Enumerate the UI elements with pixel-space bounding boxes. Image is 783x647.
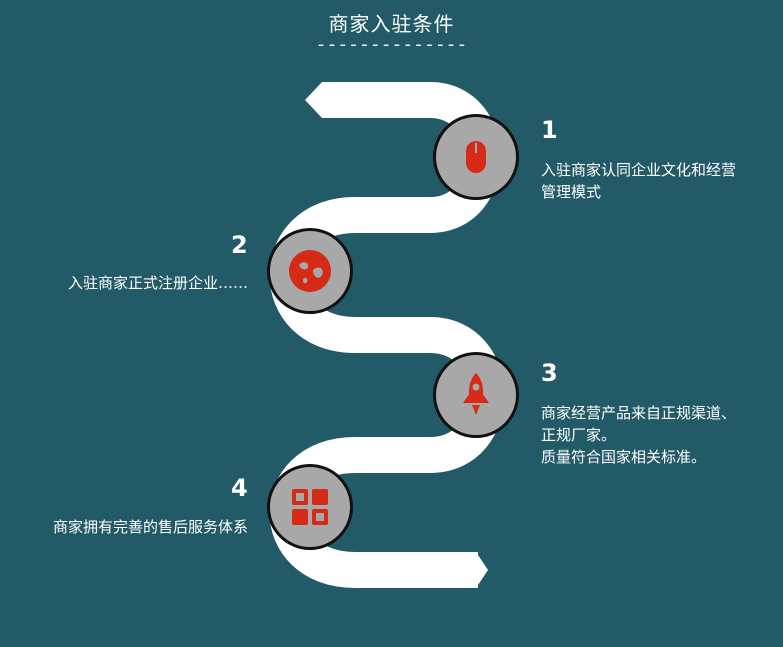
step-2-description: 入驻商家正式注册企业…… bbox=[67, 274, 248, 292]
step-1-node bbox=[433, 114, 519, 200]
step-3-node bbox=[433, 352, 519, 438]
step-1-description: 入驻商家认同企业文化和经营 管理模式 bbox=[541, 161, 737, 201]
globe-icon bbox=[289, 250, 331, 292]
step-3-description: 商家经营产品来自正规渠道、 正规厂家。 质量符合国家相关标准。 bbox=[541, 404, 737, 466]
step-4-description: 商家拥有完善的售后服务体系 bbox=[52, 518, 248, 536]
title-underline: -------------- bbox=[315, 34, 468, 55]
page-title: 商家入驻条件 bbox=[328, 12, 455, 36]
rocket-icon bbox=[463, 373, 489, 415]
step-2-number: 2 bbox=[231, 231, 248, 259]
step-4-node bbox=[267, 464, 353, 550]
step-2-node bbox=[267, 228, 353, 314]
grid-icon bbox=[292, 489, 328, 525]
mouse-icon bbox=[466, 141, 486, 173]
step-4-number: 4 bbox=[231, 474, 248, 502]
step-1-number: 1 bbox=[541, 116, 558, 144]
step-3-number: 3 bbox=[541, 359, 558, 387]
